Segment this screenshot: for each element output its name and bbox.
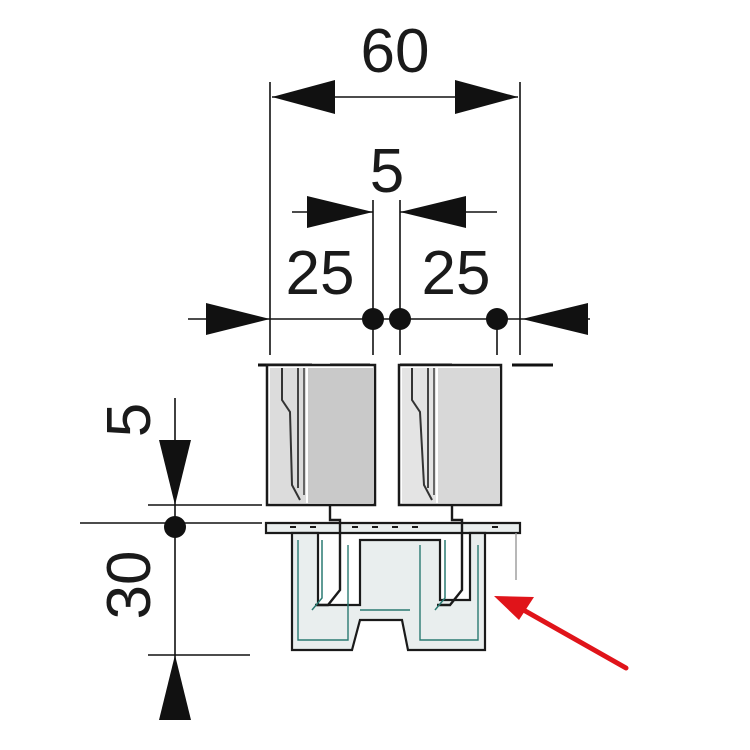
dimension-dot: [362, 308, 384, 330]
dimension-gap-width: 5: [292, 137, 497, 355]
dimension-label-60: 60: [361, 17, 430, 86]
dimension-label-30: 30: [95, 551, 164, 620]
red-indicator-arrow: [494, 596, 629, 671]
arrowhead-gap-left: [307, 196, 373, 228]
dimension-label-25-right: 25: [422, 239, 491, 308]
track-profile: [264, 505, 522, 652]
dimension-dot: [389, 308, 411, 330]
arrowhead-baseline-right: [522, 303, 588, 335]
dimension-panel-baseline: [188, 303, 590, 355]
arrowhead-left: [272, 80, 335, 114]
dimension-vertical: 5 30: [80, 398, 262, 720]
dimension-dot: [486, 308, 508, 330]
dimension-label-25-left: 25: [286, 239, 355, 308]
arrowhead-down: [159, 440, 191, 505]
dimension-label-5-side: 5: [95, 403, 164, 437]
arrowhead-gap-right: [400, 196, 466, 228]
dimension-dot: [164, 516, 186, 538]
dimension-overall-width: 60: [269, 17, 521, 355]
left-door-panel: [258, 363, 377, 507]
right-door-panel: [397, 363, 553, 507]
arrowhead-up: [159, 655, 191, 720]
dimension-label-5-top: 5: [370, 137, 404, 206]
arrowhead-baseline-left: [206, 303, 270, 335]
arrowhead-right: [455, 80, 518, 114]
